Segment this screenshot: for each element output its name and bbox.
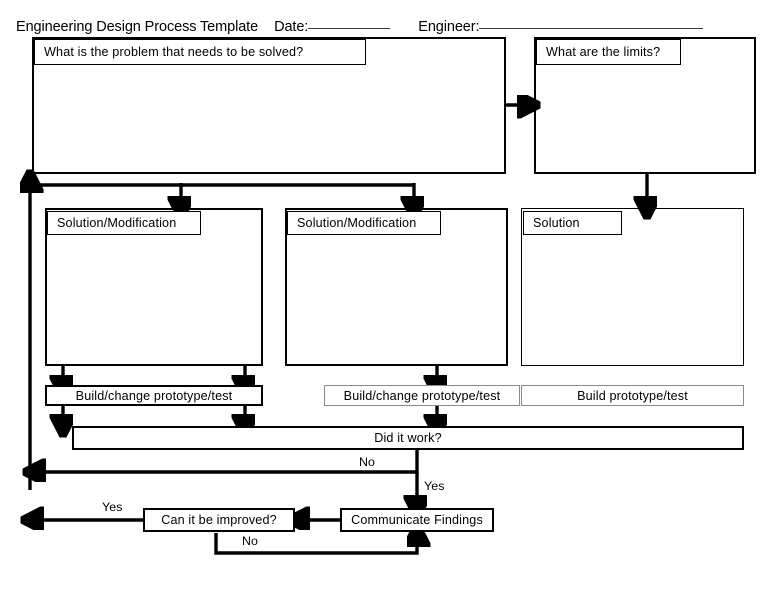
engineer-label: Engineer: [418, 19, 480, 35]
edge-label-no-text: No [359, 455, 376, 469]
solution-3-tag-label: Solution [533, 216, 580, 230]
build-prototype-test-2[interactable]: Build/change prototype/test [324, 385, 520, 406]
edge-label-can-improve-yes: Yes [99, 500, 126, 514]
problem-box-tag: What is the problem that needs to be sol… [34, 39, 366, 65]
solution-mod-2-tag: Solution/Modification [287, 211, 441, 235]
engineer-field[interactable] [479, 28, 704, 29]
edge-label-yes-text: Yes [424, 479, 445, 493]
problem-box-tag-label: What is the problem that needs to be sol… [44, 45, 304, 59]
build-prototype-test-2-label: Build/change prototype/test [343, 388, 501, 403]
communicate-findings-label: Communicate Findings [351, 513, 483, 527]
build-prototype-test-3-label: Build prototype/test [577, 388, 688, 403]
did-it-work-label: Did it work? [374, 431, 442, 445]
solution-mod-1-tag: Solution/Modification [47, 211, 201, 235]
limits-box-tag-label: What are the limits? [546, 45, 661, 59]
limits-box-tag: What are the limits? [536, 39, 681, 65]
communicate-findings-box[interactable]: Communicate Findings [340, 508, 494, 532]
solution-3-tag: Solution [523, 211, 622, 235]
edge-label-improve-no-text: No [242, 534, 259, 548]
can-it-be-improved-label: Can it be improved? [161, 513, 277, 527]
edge-label-improve-yes-text: Yes [102, 500, 123, 514]
can-it-be-improved-box[interactable]: Can it be improved? [143, 508, 295, 532]
build-prototype-test-3[interactable]: Build prototype/test [521, 385, 744, 406]
edge-label-did-it-work-yes: Yes [421, 479, 448, 493]
edge-label-did-it-work-no: No [356, 455, 379, 469]
solution-mod-1-tag-label: Solution/Modification [57, 216, 177, 230]
did-it-work-box[interactable]: Did it work? [72, 426, 744, 450]
edge-label-can-improve-no: No [239, 534, 262, 548]
date-label: Date: [274, 19, 309, 35]
page-header: Engineering Design Process Template Date… [16, 19, 704, 37]
page-title: Engineering Design Process Template [16, 19, 259, 35]
build-prototype-test-1[interactable]: Build/change prototype/test [45, 385, 263, 406]
solution-mod-2-tag-label: Solution/Modification [297, 216, 417, 230]
build-prototype-test-1-label: Build/change prototype/test [75, 388, 233, 403]
date-field[interactable] [308, 28, 391, 29]
